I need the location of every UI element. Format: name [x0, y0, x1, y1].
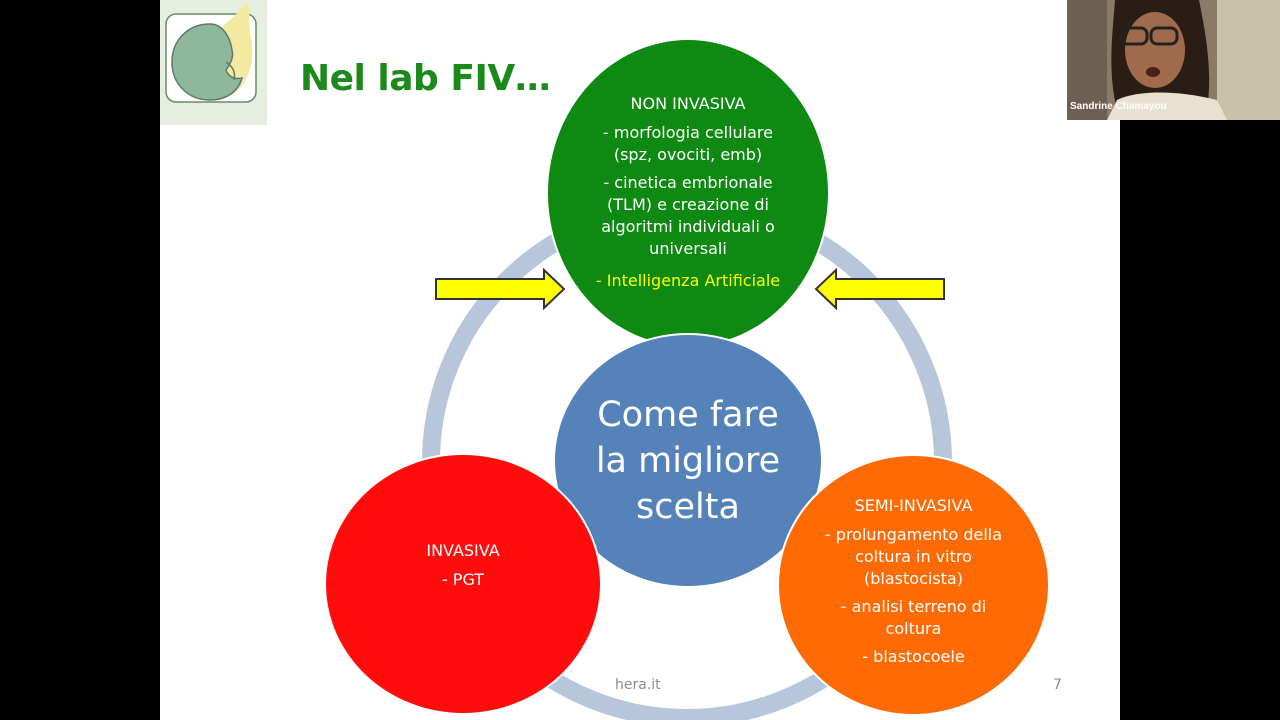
arrow-right-icon [435, 268, 566, 310]
slide-title: Nel lab FIV… [300, 58, 551, 99]
semi-invasive-circle: SEMI-INVASIVA - prolungamento della colt… [777, 454, 1050, 716]
non-invasive-circle: NON INVASIVA - morfologia cellulare (spz… [546, 38, 830, 348]
semi-invasive-item: - analisi terreno di coltura [840, 597, 987, 638]
clinic-logo [160, 0, 267, 125]
participant-name: Sandrine Chamayou [1070, 101, 1167, 112]
participant-video[interactable]: Sandrine Chamayou [1067, 0, 1280, 120]
non-invasive-highlight: - Intelligenza Artificiale [595, 271, 781, 290]
invasive-item: - PGT [441, 570, 485, 589]
invasive-circle: INVASIVA - PGT [324, 453, 602, 715]
slide-page-number: 7 [1053, 677, 1062, 693]
presentation-slide: Nel lab FIV… hera.it 7 NON INVASIVA - mo… [160, 0, 1120, 720]
non-invasive-item: - cinetica embrionale (TLM) e creazione … [601, 173, 775, 258]
arrow-left-icon [814, 268, 945, 310]
non-invasive-heading: NON INVASIVA [630, 94, 746, 113]
semi-invasive-item: - prolungamento della coltura in vitro (… [824, 525, 1003, 588]
center-circle: Come fare la migliore scelta [553, 333, 823, 588]
center-text: Come fare la migliore scelta [595, 394, 781, 527]
non-invasive-item: - morfologia cellulare (spz, ovociti, em… [603, 123, 773, 164]
fetus-logo-icon [160, 0, 267, 125]
semi-invasive-item: - blastocoele [862, 647, 965, 666]
participant-video-feed [1067, 0, 1280, 120]
semi-invasive-heading: SEMI-INVASIVA [854, 496, 973, 515]
invasive-heading: INVASIVA [426, 541, 500, 560]
slide-footer: hera.it [615, 677, 661, 693]
